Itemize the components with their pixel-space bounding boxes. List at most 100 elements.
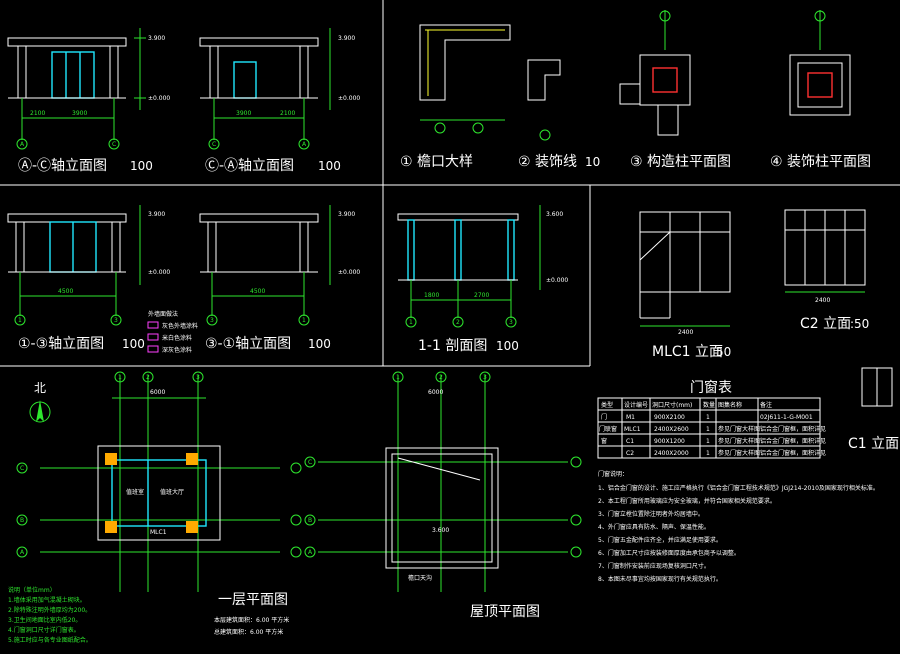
scale-c2: :50 <box>850 317 869 331</box>
notes-title: 门窗说明： <box>598 470 628 478</box>
scale-section: 100 <box>496 339 519 353</box>
td-0-5: 02J611-1-G-M001 <box>760 414 813 421</box>
th-qty: 数量 <box>703 401 715 409</box>
elev-0-s: ±0.000 <box>546 277 568 284</box>
title-floor-plan: 一层平面图 <box>218 592 288 608</box>
plan-note-1: 本层建筑面积：6.00 平方米 <box>214 616 289 624</box>
elev-3900-a: 3.900 <box>148 35 165 42</box>
left-note-4: 4.门窗洞口尺寸详门窗表。 <box>8 626 80 634</box>
rp-axis-a: A <box>308 549 313 556</box>
scale-elev-ca: 100 <box>318 159 341 173</box>
td-1-4: 参见门窗大样图 <box>718 425 760 433</box>
title-roof-plan: 屋顶平面图 <box>470 604 540 620</box>
td-2-5: 铝合金门窗框，面积详见 <box>760 437 826 445</box>
td-3-2: 2400X2000 <box>654 450 689 457</box>
floor-plan <box>16 371 302 592</box>
note-1: 1、铝合金门窗的设计、施工应严格执行《铝合金门窗工程技术规范》JGJ214-20… <box>598 484 879 492</box>
elevation-1-3 <box>7 205 141 326</box>
td-3-1: C2 <box>626 450 634 457</box>
td-1-5: 铝合金门窗框，面积详见 <box>760 425 826 433</box>
note-3: 3、门窗立樘位置除注明者外均居墙中。 <box>598 510 704 518</box>
eave-detail <box>419 24 511 134</box>
elev-3900-d: 3.900 <box>338 211 355 218</box>
th-remark: 备注 <box>760 401 772 409</box>
dim-4500-b: 4500 <box>250 288 265 295</box>
elev-3600-s: 3.600 <box>546 211 563 218</box>
title-table: 门窗表 <box>690 379 732 396</box>
elev-0-a: ±0.000 <box>148 95 170 102</box>
td-2-0: 窗 <box>601 437 607 445</box>
td-2-1: C1 <box>626 438 634 445</box>
th-type: 类型 <box>601 401 613 409</box>
material-legend <box>147 321 159 353</box>
note-5: 5、门窗五金配件应齐全，并应满足使用要求。 <box>598 536 722 544</box>
rp-axis-b: B <box>308 517 312 524</box>
axis-1-s: 1 <box>409 319 413 326</box>
td-1-2: 2400X2600 <box>654 426 689 433</box>
elev-0-b: ±0.000 <box>338 95 360 102</box>
axis-1-a: 1 <box>18 317 22 324</box>
door-window-table <box>597 397 821 459</box>
panel-dividers <box>0 0 900 367</box>
fp-axis-a: A <box>20 549 25 556</box>
dim-1800-s: 1800 <box>424 292 439 299</box>
dim-2400-mlc: 2400 <box>678 329 693 336</box>
dim-2100-a: 2100 <box>30 110 45 117</box>
elev-3900-b: 3.900 <box>338 35 355 42</box>
axis-c-1: C <box>112 141 116 148</box>
struct-col-plan <box>619 10 691 136</box>
td-1-0: 门联窗 <box>599 425 617 433</box>
note-2: 2、本工程门窗所用玻璃应为安全玻璃，并符合国家相关规范要求。 <box>598 497 776 505</box>
td-1-1: MLC1 <box>624 426 641 433</box>
title-decor-line: ② 装饰线 <box>518 154 577 170</box>
north-label: 北 <box>34 381 46 395</box>
th-atlas: 图集名称 <box>718 401 742 409</box>
td-0-0: 门 <box>601 413 607 421</box>
mlc1-elevation <box>639 211 731 327</box>
title-elev-ca: Ⓒ-Ⓐ轴立面图 <box>205 158 294 174</box>
td-0-3: 1 <box>706 414 710 421</box>
dim-2400-c2: 2400 <box>815 297 830 304</box>
dim-3900-a: 3900 <box>72 110 87 117</box>
td-1-3: 1 <box>706 426 710 433</box>
axis-3-b: 3 <box>210 317 214 324</box>
scale-elev-31: 100 <box>308 337 331 351</box>
c2-elevation <box>784 209 866 293</box>
td-0-1: M1 <box>626 414 635 421</box>
axis-2-s: 2 <box>456 319 460 326</box>
note-7: 7、门窗制作安装前应现场复核洞口尺寸。 <box>598 562 710 570</box>
c1-elevation <box>861 367 893 407</box>
axis-a-1: A <box>20 141 25 148</box>
left-note-5: 5.施工时应与各专业图纸配合。 <box>8 636 92 644</box>
decor-line-detail <box>527 59 561 141</box>
legend-item-2: 米白色涂料 <box>162 334 192 342</box>
rp-elev: 3.600 <box>432 527 449 534</box>
axis-3-s: 3 <box>509 319 513 326</box>
fp-axis-1: 1 <box>118 374 122 381</box>
dim-2700-s: 2700 <box>474 292 489 299</box>
north-arrow <box>29 400 51 423</box>
fp-axis-b: B <box>20 517 24 524</box>
elevation-c-a <box>199 28 331 150</box>
rp-dim-6000: 6000 <box>428 389 443 396</box>
section-1-1 <box>397 205 541 328</box>
axis-3-a: 3 <box>114 317 118 324</box>
roof-plan <box>304 371 582 592</box>
fp-axis-3: 3 <box>196 374 200 381</box>
title-elev-13: ①-③轴立面图 <box>18 336 104 352</box>
td-3-4: 参见门窗大样图 <box>718 449 760 457</box>
fp-axis-c: C <box>20 465 24 472</box>
td-0-2: 900X2100 <box>654 414 685 421</box>
title-decor-col: ④ 装饰柱平面图 <box>770 154 871 170</box>
elev-0-d: ±0.000 <box>338 269 360 276</box>
note-8: 8、本图未尽事宜均按国家现行有关规范执行。 <box>598 575 722 583</box>
fp-axis-2: 2 <box>146 374 150 381</box>
left-note-0: 说明（单位mm） <box>8 586 56 594</box>
dim-2100-b: 2100 <box>280 110 295 117</box>
left-note-1: 1.墙体采用加气混凝土砌块。 <box>8 596 86 604</box>
title-elev-ac: Ⓐ-Ⓒ轴立面图 <box>18 158 107 174</box>
elev-0-c: ±0.000 <box>148 269 170 276</box>
elevation-a-c <box>7 28 146 150</box>
